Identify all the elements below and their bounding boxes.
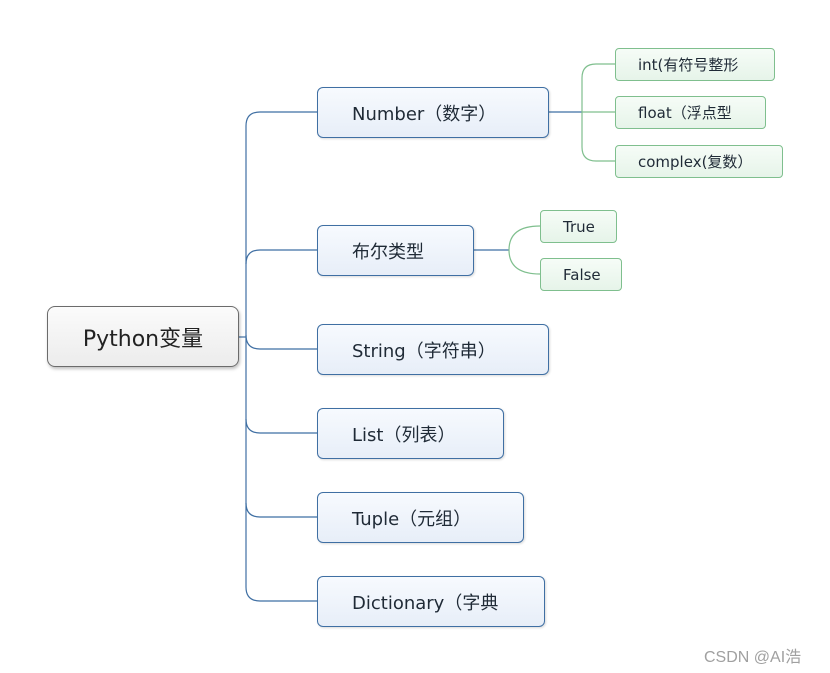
branch-node-list[interactable]: List（列表） (317, 408, 504, 459)
branch-line-bool (245, 249, 317, 265)
root-to-branch-lines (239, 111, 317, 602)
bool-leaf-lines (508, 225, 541, 275)
leaf-node-complex[interactable]: complex(复数） (615, 145, 783, 178)
branch-node-bool[interactable]: 布尔类型 (317, 225, 474, 276)
number-leaf-lines (581, 63, 615, 162)
root-node[interactable]: Python变量 (47, 306, 239, 367)
leaf-node-false[interactable]: False (540, 258, 622, 291)
branch-node-dictionary[interactable]: Dictionary（字典 (317, 576, 545, 627)
leaf-node-int[interactable]: int(有符号整形 (615, 48, 775, 81)
branch-line-tuple (245, 502, 317, 518)
branch-node-string[interactable]: String（字符串） (317, 324, 549, 375)
branch-line-list (245, 418, 317, 434)
branch-node-tuple[interactable]: Tuple（元组） (317, 492, 524, 543)
watermark: CSDN @AI浩 (704, 649, 802, 666)
trunk-line (245, 111, 317, 602)
leaf-node-float[interactable]: float（浮点型 (615, 96, 766, 129)
branch-to-leaf-lines (474, 63, 615, 275)
leaf-node-true[interactable]: True (540, 210, 617, 243)
branch-line-string (245, 334, 317, 350)
branch-node-number[interactable]: Number（数字） (317, 87, 549, 138)
